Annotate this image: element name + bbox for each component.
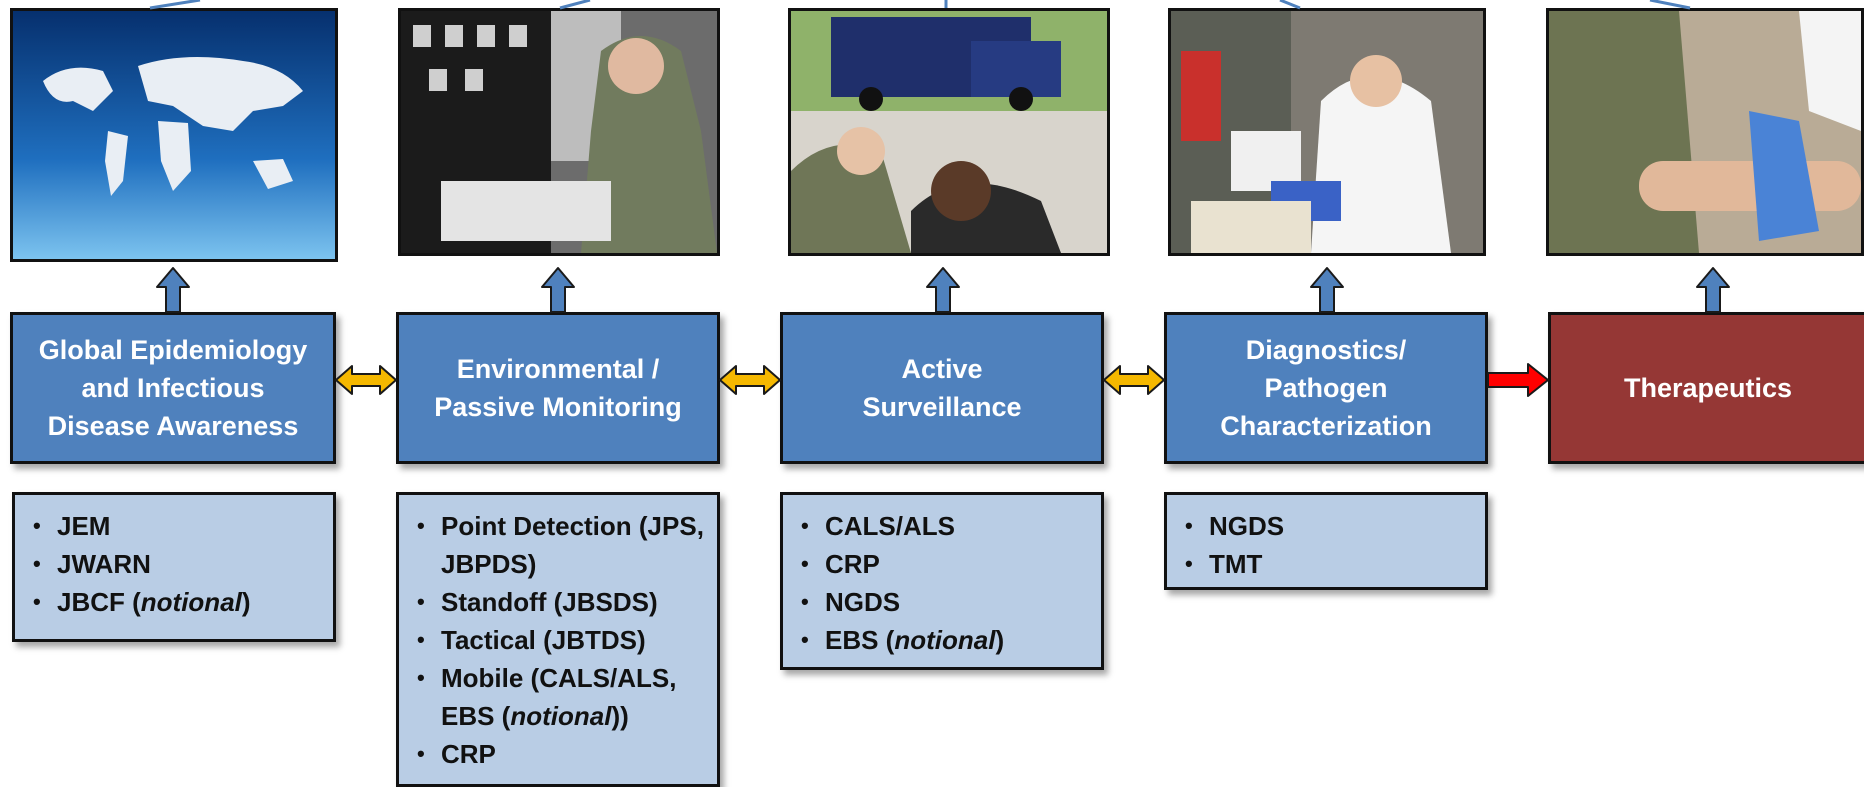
bidirectional-arrow-2 <box>719 365 781 395</box>
list-item: Point Detection (JPS, JBPDS) <box>417 507 707 583</box>
stage-label: Diagnostics/ Pathogen Characterization <box>1220 335 1432 441</box>
stage-label: Global Epidemiology and Infectious Disea… <box>38 335 308 441</box>
list-active-surveillance: CALS/ALS CRP NGDS EBS (notional) <box>780 492 1104 670</box>
forward-arrow <box>1487 363 1549 397</box>
stage-global-epidemiology: Global Epidemiology and Infectious Disea… <box>10 312 336 464</box>
up-arrow-4 <box>1310 267 1344 313</box>
list-item: Standoff (JBSDS) <box>417 583 707 621</box>
stage-label: Active Surveillance <box>862 354 1022 422</box>
list-item: NGDS <box>1185 507 1475 545</box>
list-item: Tactical (JBTDS) <box>417 621 707 659</box>
list-item: JEM <box>33 507 323 545</box>
list-item: CRP <box>417 735 707 773</box>
up-arrow-3 <box>926 267 960 313</box>
up-arrow-5 <box>1696 267 1730 313</box>
world-map-photo <box>10 8 338 262</box>
list-item: EBS (notional) <box>801 621 1091 659</box>
surveillance-vehicle-photo <box>788 8 1110 256</box>
stage-environmental-monitoring: Environmental / Passive Monitoring <box>396 312 720 464</box>
monitoring-console-photo <box>398 8 720 256</box>
list-item: CRP <box>801 545 1091 583</box>
bidirectional-arrow-3 <box>1103 365 1165 395</box>
list-item: TMT <box>1185 545 1475 583</box>
up-arrow-1 <box>156 267 190 313</box>
stage-active-surveillance: Active Surveillance <box>780 312 1104 464</box>
stage-therapeutics: Therapeutics <box>1548 312 1864 464</box>
stage-label: Therapeutics <box>1623 373 1793 403</box>
list-item: CALS/ALS <box>801 507 1091 545</box>
list-item: NGDS <box>801 583 1091 621</box>
list-item: Mobile (CALS/ALS, EBS (notional)) <box>417 659 707 735</box>
bidirectional-arrow-1 <box>335 365 397 395</box>
list-global-epidemiology: JEM JWARN JBCF (notional) <box>12 492 336 642</box>
laboratory-photo <box>1168 8 1486 256</box>
list-item: JWARN <box>33 545 323 583</box>
list-item: JBCF (notional) <box>33 583 323 621</box>
stage-diagnostics: Diagnostics/ Pathogen Characterization <box>1164 312 1488 464</box>
list-environmental-monitoring: Point Detection (JPS, JBPDS) Standoff (J… <box>396 492 720 787</box>
list-diagnostics: NGDS TMT <box>1164 492 1488 590</box>
stage-label: Environmental / Passive Monitoring <box>434 354 682 422</box>
blood-draw-photo <box>1546 8 1864 256</box>
up-arrow-2 <box>541 267 575 313</box>
